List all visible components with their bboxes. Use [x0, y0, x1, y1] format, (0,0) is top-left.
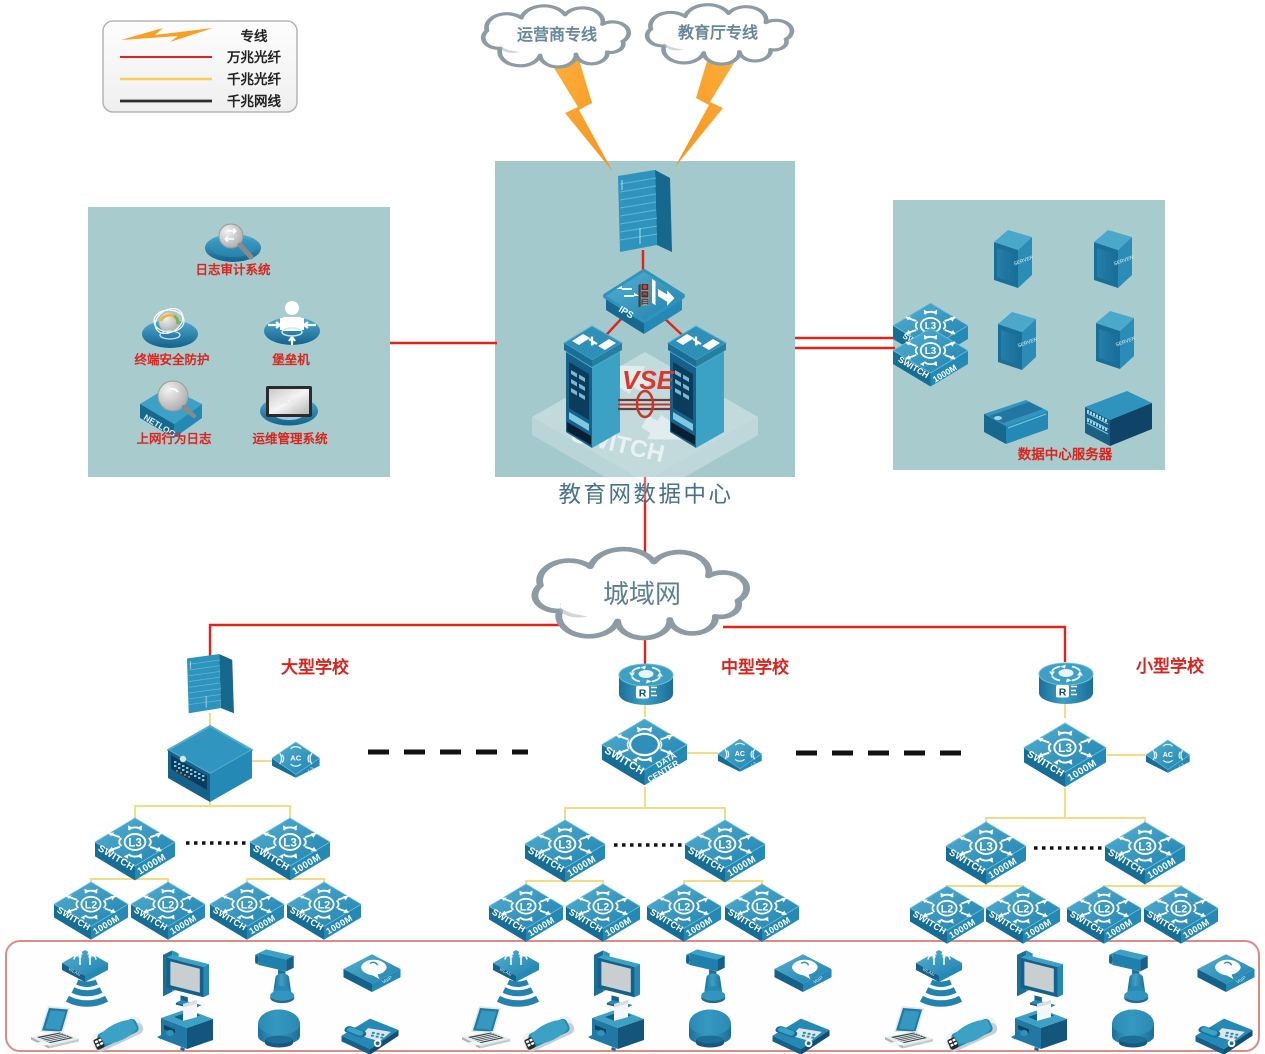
svg-text:L3: L3 — [925, 321, 937, 332]
svg-text:日志审计系统: 日志审计系统 — [195, 262, 271, 277]
svg-text:教育网数据中心: 教育网数据中心 — [558, 482, 733, 507]
svg-text:万兆光纤: 万兆光纤 — [226, 49, 281, 65]
svg-text:教育厅专线: 教育厅专线 — [678, 23, 758, 42]
svg-text:VSE: VSE — [622, 365, 675, 395]
svg-text:堡垒机: 堡垒机 — [272, 352, 310, 367]
svg-text:L3: L3 — [925, 346, 937, 357]
svg-text:专线: 专线 — [241, 28, 268, 44]
svg-text:终端安全防护: 终端安全防护 — [134, 352, 209, 367]
svg-text:小型学校: 小型学校 — [1136, 656, 1205, 676]
svg-text:大型学校: 大型学校 — [281, 657, 350, 677]
svg-text:千兆网线: 千兆网线 — [227, 93, 281, 109]
svg-text:城域网: 城域网 — [603, 579, 681, 609]
svg-text:运营商专线: 运营商专线 — [517, 25, 597, 44]
svg-text:SOC: SOC — [279, 396, 299, 406]
svg-text:数据中心服务器: 数据中心服务器 — [1018, 446, 1113, 462]
svg-text:千兆光纤: 千兆光纤 — [227, 71, 281, 87]
svg-text:上网行为日志: 上网行为日志 — [136, 431, 212, 446]
svg-text:中型学校: 中型学校 — [721, 657, 790, 677]
svg-text:运维管理系统: 运维管理系统 — [252, 431, 328, 446]
